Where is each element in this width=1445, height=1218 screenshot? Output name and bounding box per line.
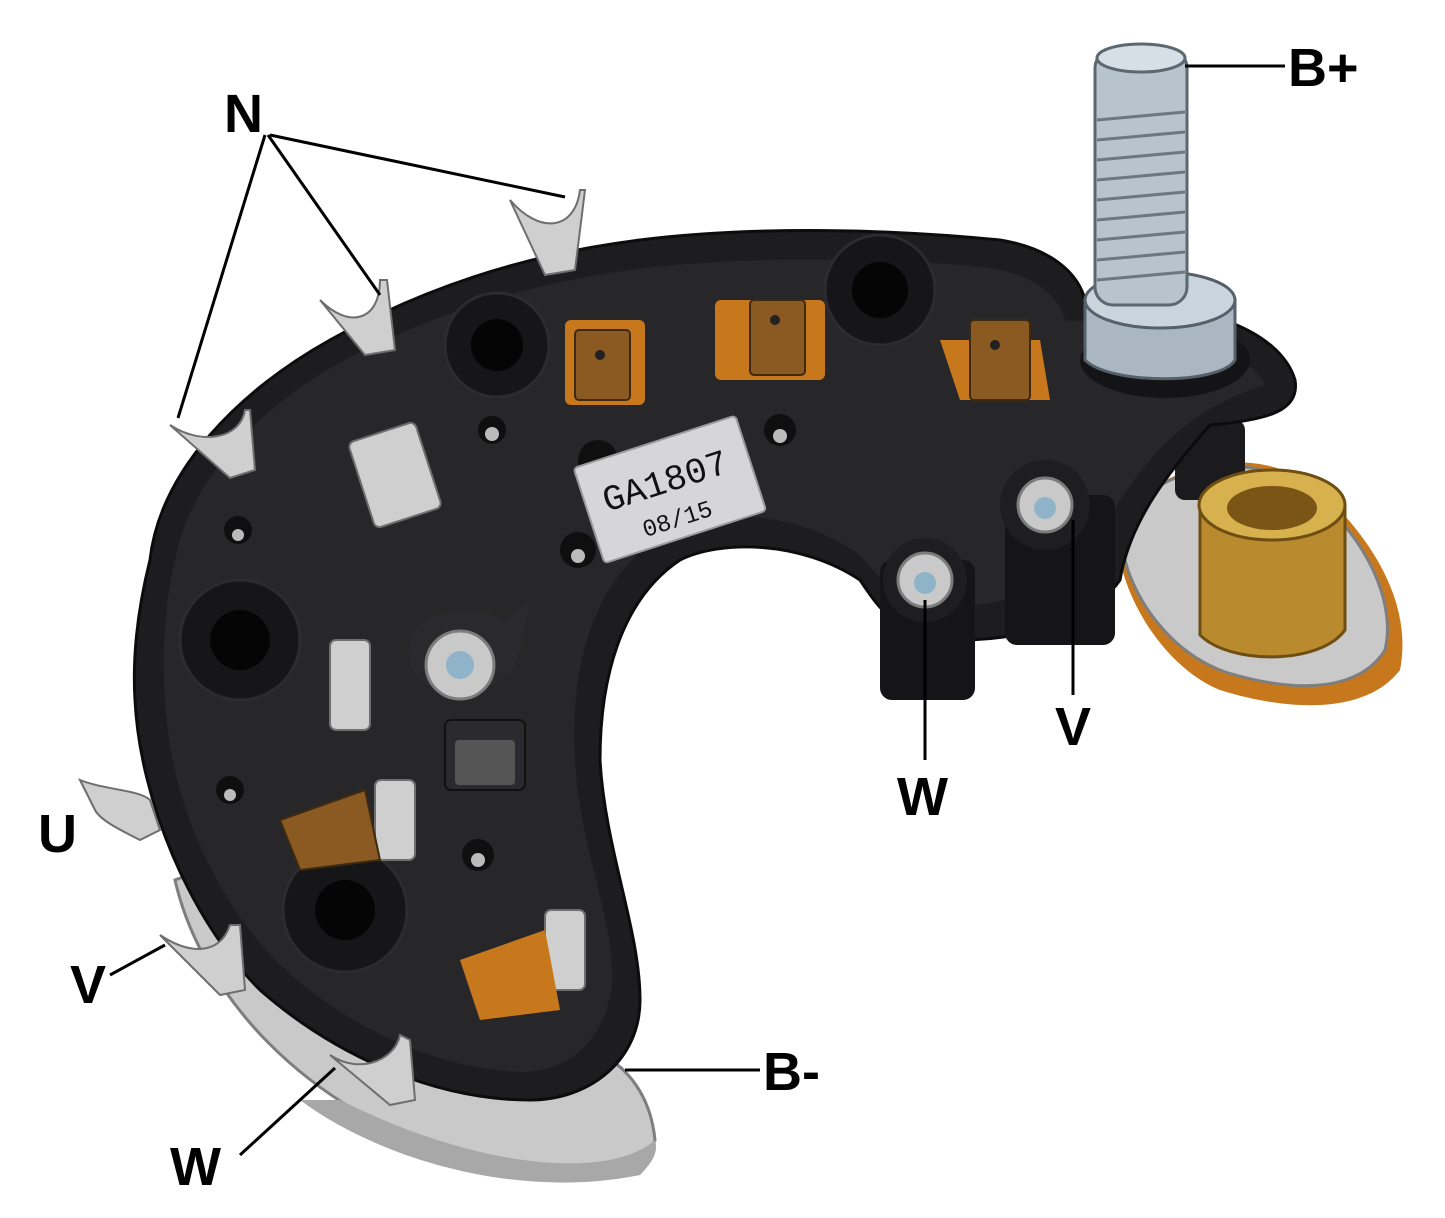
part-sticker: GA1807 08/15 xyxy=(573,415,767,564)
brass-bushing xyxy=(1197,468,1347,659)
center-terminal xyxy=(444,719,526,791)
b-plus-bolt xyxy=(1080,42,1250,398)
leader-n-2 xyxy=(266,134,382,296)
label-w-right: W xyxy=(897,767,948,827)
diode-terminals xyxy=(278,299,1050,1020)
label-b-plus: B+ xyxy=(1288,38,1359,98)
leader-v-left xyxy=(109,943,166,977)
label-b-minus: B- xyxy=(763,1042,820,1102)
label-v-right: V xyxy=(1055,697,1091,757)
threaded-inserts xyxy=(409,460,1115,701)
mounting-bosses xyxy=(178,233,937,974)
label-w-left: W xyxy=(170,1137,221,1197)
leader-n-3 xyxy=(176,134,267,419)
label-u: U xyxy=(38,804,77,864)
leader-w-left xyxy=(238,1066,337,1157)
label-n: N xyxy=(224,84,263,144)
clip-terminals xyxy=(77,189,587,1107)
label-v-left: V xyxy=(70,955,106,1015)
leader-lines xyxy=(109,64,1285,1157)
terminal-labels: B+ N U V W V W B- xyxy=(38,38,1359,1197)
leader-n-1 xyxy=(269,133,566,199)
